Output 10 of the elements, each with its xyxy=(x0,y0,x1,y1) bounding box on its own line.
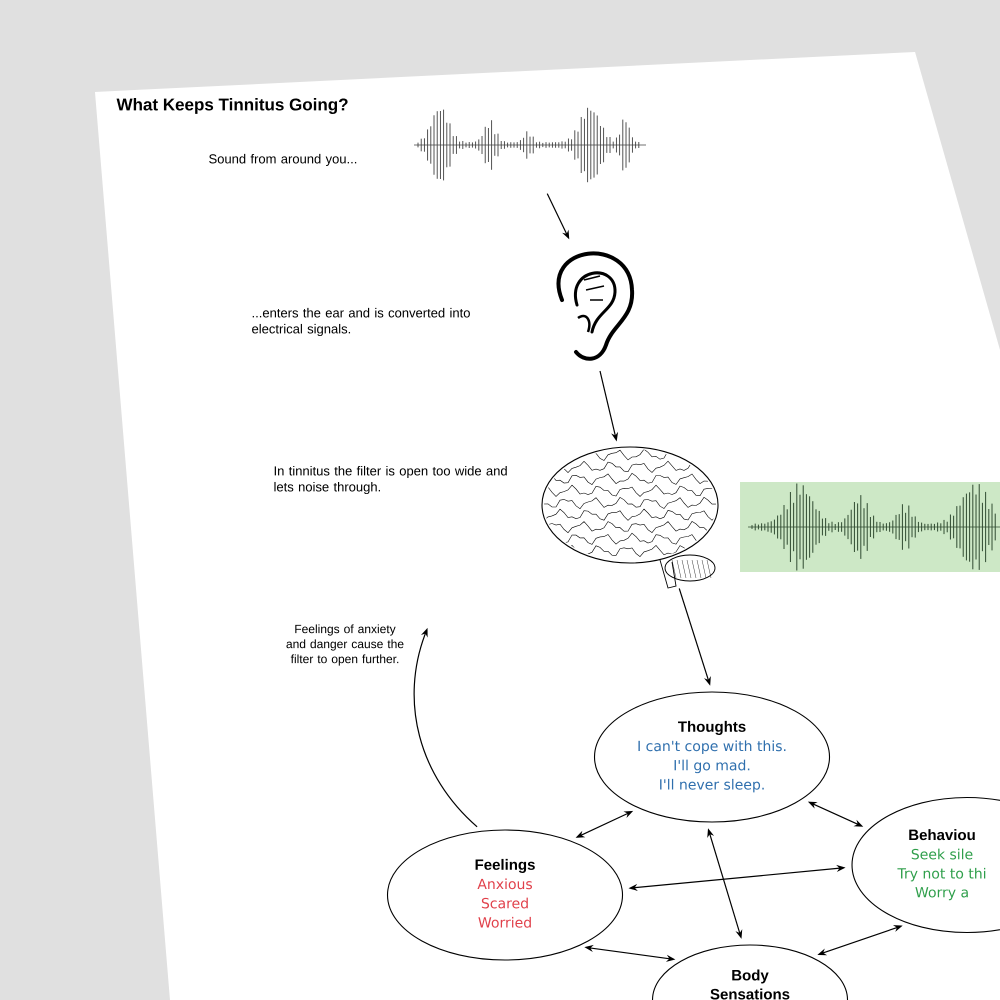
title: What Keeps Tinnitus Going? xyxy=(116,98,348,114)
waveform-drawing xyxy=(414,107,646,183)
ear-drawing xyxy=(556,252,634,361)
brain-drawing xyxy=(541,446,719,589)
ellipse-node: Thoughts I can't cope with this. I'll go mad. I'll never sleep. xyxy=(594,691,830,823)
caption-text: Sound from around you... xyxy=(209,154,356,166)
caption-text: In tinnitus the filter is open too wide and lets noise through. xyxy=(274,466,507,494)
ellipse-node: Feelings Anxious Scared Worried xyxy=(386,829,624,961)
note-text: Feelings of anxiety and danger cause the filter to open further. xyxy=(286,624,404,666)
caption-text: ...enters the ear and is converted into electrical signals. xyxy=(252,308,470,336)
